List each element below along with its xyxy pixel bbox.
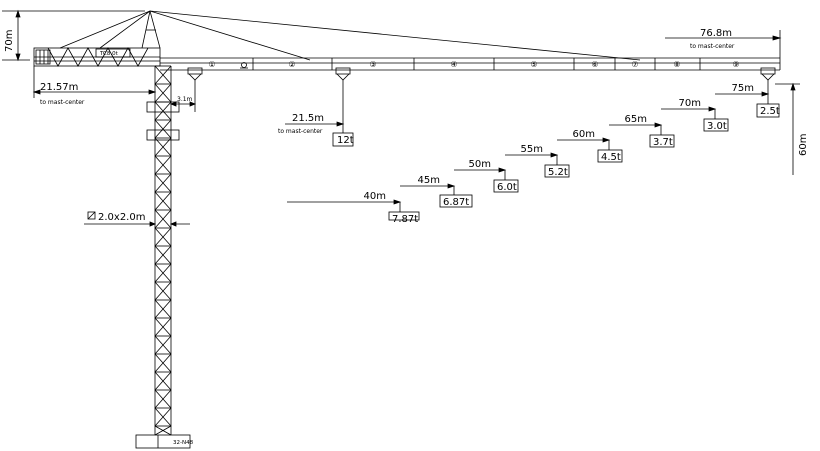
tip-load-value: 2.5t bbox=[760, 106, 780, 117]
height-label: 70m bbox=[4, 30, 15, 52]
load-value-5: 4.5t bbox=[601, 152, 621, 163]
counter-jib-note: to mast-center bbox=[40, 99, 85, 106]
radius-label-6: 65m bbox=[625, 114, 647, 125]
load-step-7: 3.0t 70m bbox=[661, 98, 729, 132]
section-marker-7: ⑦ bbox=[631, 60, 638, 69]
max-load-radius-dimension bbox=[285, 121, 354, 147]
load-value-4: 5.2t bbox=[548, 167, 568, 178]
load-step-1: 7.87t 40m bbox=[287, 191, 420, 225]
load-step-6: 3.7t 65m bbox=[609, 114, 675, 148]
under-hook-dimension bbox=[775, 82, 800, 175]
section-marker-3: ③ bbox=[369, 60, 376, 69]
main-jib bbox=[160, 57, 781, 71]
section-marker-4: ④ bbox=[450, 60, 457, 69]
radius-label-8: 75m bbox=[732, 83, 754, 94]
load-value-2: 6.87t bbox=[443, 197, 469, 208]
section-size-label: 2.0x2.0m bbox=[98, 212, 145, 223]
hook-near-mast bbox=[187, 67, 203, 112]
section-marker-1: ① bbox=[208, 60, 215, 69]
cab-label: TC8.0t bbox=[99, 51, 119, 57]
section-marker-2: ② bbox=[288, 60, 295, 69]
max-load-radius-note: to mast-center bbox=[278, 128, 323, 135]
load-value-6: 3.7t bbox=[653, 137, 673, 148]
max-jib-note: to mast-center bbox=[690, 43, 735, 50]
load-value-1: 7.87t bbox=[392, 214, 418, 225]
tower-head bbox=[59, 10, 641, 61]
radius-label-7: 70m bbox=[679, 98, 701, 109]
trolley-icon bbox=[240, 62, 248, 69]
radius-label-4: 55m bbox=[521, 144, 543, 155]
jib-section-markers: ① ② ③ ④ ⑤ ⑥ ⑦ ⑧ ⑨ bbox=[208, 60, 739, 69]
max-load-radius: 21.5m bbox=[292, 113, 324, 124]
section-dimension bbox=[84, 211, 190, 227]
max-jib-dimension bbox=[665, 30, 782, 58]
radius-label-2: 45m bbox=[418, 175, 440, 186]
section-marker-5: ⑤ bbox=[530, 60, 537, 69]
load-step-8: 75m bbox=[715, 83, 770, 97]
counter-jib-length: 21.57m bbox=[40, 82, 78, 93]
load-value-3: 6.0t bbox=[497, 182, 517, 193]
max-jib-length: 76.8m bbox=[700, 28, 732, 39]
hook-offset-label: 3.1m bbox=[177, 96, 193, 103]
max-load-value: 12t bbox=[337, 135, 354, 146]
under-hook-label: 60m bbox=[798, 134, 809, 156]
section-marker-8: ⑧ bbox=[673, 60, 680, 69]
load-value-7: 3.0t bbox=[707, 121, 727, 132]
tip-load-box bbox=[756, 103, 780, 118]
radius-label-5: 60m bbox=[573, 129, 595, 140]
counter-jib bbox=[33, 47, 161, 67]
tower-mast bbox=[135, 65, 191, 449]
radius-label-1: 40m bbox=[364, 191, 386, 202]
height-dimension: 70m bbox=[2, 9, 145, 62]
load-step-4: 5.2t 55m bbox=[505, 144, 570, 178]
section-marker-6: ⑥ bbox=[591, 60, 598, 69]
hook-offset-dimension bbox=[169, 101, 197, 107]
load-step-3: 6.0t 50m bbox=[454, 159, 519, 193]
radius-label-3: 50m bbox=[469, 159, 491, 170]
base-label: 32-N48 bbox=[173, 440, 194, 446]
counter-jib-dimension bbox=[32, 66, 157, 98]
tower-base bbox=[135, 434, 191, 449]
mast-lattice bbox=[154, 65, 172, 436]
load-step-5: 4.5t 60m bbox=[557, 129, 623, 163]
section-marker-9: ⑨ bbox=[732, 60, 739, 69]
hook-tip bbox=[760, 67, 776, 104]
